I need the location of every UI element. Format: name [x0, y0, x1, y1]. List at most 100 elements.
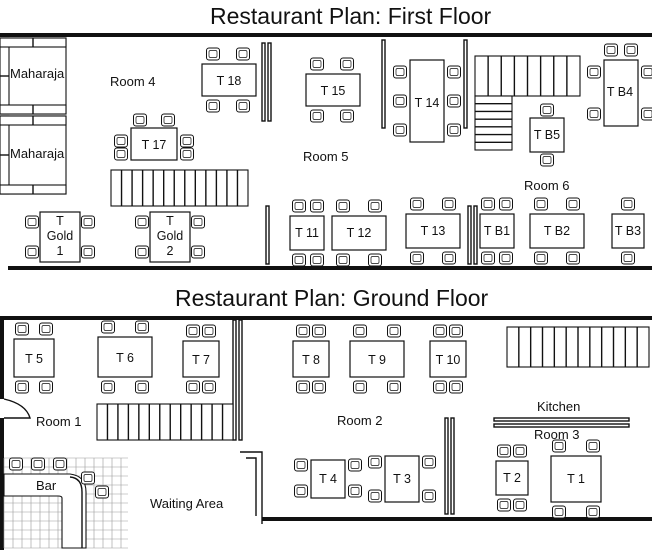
entrance-door — [3, 398, 31, 419]
chair — [292, 199, 306, 213]
chair — [202, 324, 216, 338]
table-gold-1[interactable]: T Gold 1 — [39, 211, 81, 263]
table-t13[interactable]: T 13 — [405, 213, 461, 249]
table-t8[interactable]: T 8 — [292, 340, 330, 378]
bar-stool — [53, 457, 67, 471]
table-t7[interactable]: T 7 — [182, 340, 220, 378]
ground-floor-title: Restaurant Plan: Ground Floor — [175, 285, 489, 311]
table-t11[interactable]: T 11 — [289, 215, 325, 251]
table-t12[interactable]: T 12 — [331, 215, 387, 251]
chair — [353, 380, 367, 394]
chair — [206, 47, 220, 61]
chair — [422, 489, 436, 503]
chair — [566, 251, 580, 265]
chair — [410, 251, 424, 265]
chair — [447, 65, 461, 79]
table-t10[interactable]: T 10 — [429, 340, 467, 378]
chair — [604, 43, 618, 57]
table-tb3[interactable]: T B3 — [611, 213, 645, 249]
table-t5[interactable]: T 5 — [13, 338, 55, 378]
table-t1[interactable]: T 1 — [550, 455, 602, 503]
chair — [15, 380, 29, 394]
table-tb4-label: T B4 — [607, 85, 633, 99]
chair — [114, 134, 128, 148]
bar-stool — [81, 471, 95, 485]
table-t6[interactable]: T 6 — [97, 336, 153, 378]
table-t6-label: T 6 — [116, 351, 134, 365]
table-t2-label: T 2 — [503, 471, 521, 485]
chair — [336, 253, 350, 267]
bar-label: Bar — [36, 478, 57, 493]
table-t15[interactable]: T 15 — [305, 73, 361, 107]
chair — [442, 197, 456, 211]
chair — [25, 245, 39, 259]
table-t15-label: T 15 — [321, 84, 346, 98]
table-t3-label: T 3 — [393, 472, 411, 486]
chair — [368, 253, 382, 267]
chair — [39, 380, 53, 394]
table-t3[interactable]: T 3 — [384, 455, 420, 503]
bar-area: Bar — [3, 457, 128, 549]
chair — [296, 380, 310, 394]
chair — [447, 94, 461, 108]
table-gold-1-line1: T — [56, 214, 64, 228]
table-t7-label: T 7 — [192, 353, 210, 367]
chair — [433, 324, 447, 338]
ground-floor-left-wall-upper — [0, 316, 4, 399]
chair — [410, 197, 424, 211]
chair — [513, 498, 527, 512]
chair — [513, 444, 527, 458]
chair — [296, 324, 310, 338]
chair — [81, 215, 95, 229]
table-gold-2-line1: T — [166, 214, 174, 228]
chair — [340, 57, 354, 71]
chair — [312, 380, 326, 394]
table-gold-2-line3: 2 — [167, 244, 174, 258]
maharaja-booth-top: Maharaja — [0, 37, 67, 115]
room-2-label: Room 2 — [337, 413, 383, 428]
room-3-label: Room 3 — [534, 427, 580, 442]
table-t2[interactable]: T 2 — [495, 460, 529, 496]
chair — [348, 484, 362, 498]
table-t17-label: T 17 — [142, 138, 167, 152]
table-gold-2[interactable]: T Gold 2 — [149, 211, 191, 263]
table-tb2[interactable]: T B2 — [529, 213, 585, 249]
chair — [552, 439, 566, 453]
first-floor-partitions — [261, 39, 478, 265]
table-tb1[interactable]: T B1 — [479, 213, 515, 249]
ground-floor-staircase-right — [506, 326, 650, 368]
table-gold-1-line2: Gold — [47, 229, 73, 243]
bar-stool — [9, 457, 23, 471]
table-t12-label: T 12 — [347, 226, 372, 240]
chair — [534, 197, 548, 211]
table-t14[interactable]: T 14 — [409, 59, 445, 143]
table-t8-label: T 8 — [302, 353, 320, 367]
chair — [566, 197, 580, 211]
chair — [135, 320, 149, 334]
ground-floor-partitions — [232, 319, 630, 524]
chair — [433, 380, 447, 394]
table-t4[interactable]: T 4 — [310, 459, 346, 499]
chair — [368, 489, 382, 503]
ground-floor-top-wall — [0, 316, 652, 320]
chair — [39, 322, 53, 336]
chair — [449, 324, 463, 338]
room-4-label: Room 4 — [110, 74, 156, 89]
bar-stool — [95, 485, 109, 499]
chair — [497, 498, 511, 512]
chair — [641, 65, 652, 79]
chair — [310, 57, 324, 71]
chair — [191, 215, 205, 229]
table-t14-label: T 14 — [415, 96, 440, 110]
chair — [310, 199, 324, 213]
table-tb5[interactable]: T B5 — [529, 117, 565, 153]
chair — [135, 380, 149, 394]
chair — [186, 380, 200, 394]
table-t18[interactable]: T 18 — [201, 63, 257, 97]
table-t9[interactable]: T 9 — [349, 340, 405, 378]
table-t17[interactable]: T 17 — [130, 127, 178, 161]
chair — [25, 215, 39, 229]
chair — [310, 109, 324, 123]
table-tb4[interactable]: T B4 — [603, 59, 639, 127]
chair — [552, 505, 566, 519]
